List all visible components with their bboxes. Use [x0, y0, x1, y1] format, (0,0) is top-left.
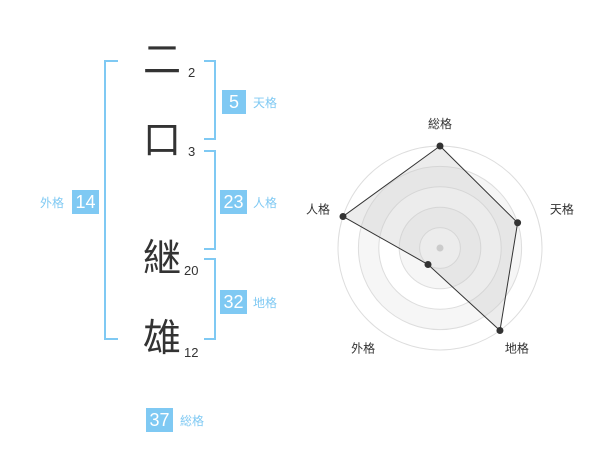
- radar-axis-label-4: 外格: [351, 340, 375, 355]
- radar-center: [436, 244, 444, 252]
- chikaku-label: 地格: [253, 296, 278, 310]
- jinkaku-label: 人格: [253, 196, 278, 210]
- stroke-count-3: 20: [184, 263, 199, 278]
- jinkaku-bracket: [204, 150, 216, 250]
- tenkaku-bracket: [204, 60, 216, 140]
- soukaku-value: 37: [146, 408, 173, 432]
- stroke-count-4: 12: [184, 345, 199, 360]
- radar-axis-label-3: 地格: [505, 340, 529, 355]
- stroke-count-1: 2: [188, 65, 196, 80]
- soukaku-label: 総格: [180, 414, 205, 428]
- radar-point-1: [436, 142, 444, 150]
- gaikaku-bracket: [104, 60, 118, 340]
- radar-series-area: [342, 145, 519, 332]
- stroke-count-2: 3: [188, 144, 196, 159]
- radar-point-3: [496, 327, 504, 335]
- chikaku-bracket: [204, 258, 216, 340]
- chikaku-value: 32: [220, 290, 247, 314]
- tenkaku-label: 天格: [253, 96, 278, 110]
- radar-point-4: [424, 261, 432, 269]
- name-char-3: 継: [142, 236, 181, 280]
- name-char-4: 雄: [142, 316, 181, 360]
- name-char-2: 口: [142, 118, 181, 162]
- radar-axis-label-2: 天格: [550, 202, 574, 217]
- radar-point-5: [339, 212, 347, 220]
- radar-point-2: [514, 219, 522, 227]
- radar-axis-label-5: 人格: [306, 202, 330, 217]
- radar-axis-label-1: 総格: [428, 116, 452, 131]
- tenkaku-value: 5: [222, 90, 246, 114]
- gaikaku-label: 外格: [40, 196, 65, 210]
- jinkaku-value: 23: [220, 190, 247, 214]
- name-char-1: 二: [142, 38, 181, 82]
- gaikaku-value: 14: [72, 190, 99, 214]
